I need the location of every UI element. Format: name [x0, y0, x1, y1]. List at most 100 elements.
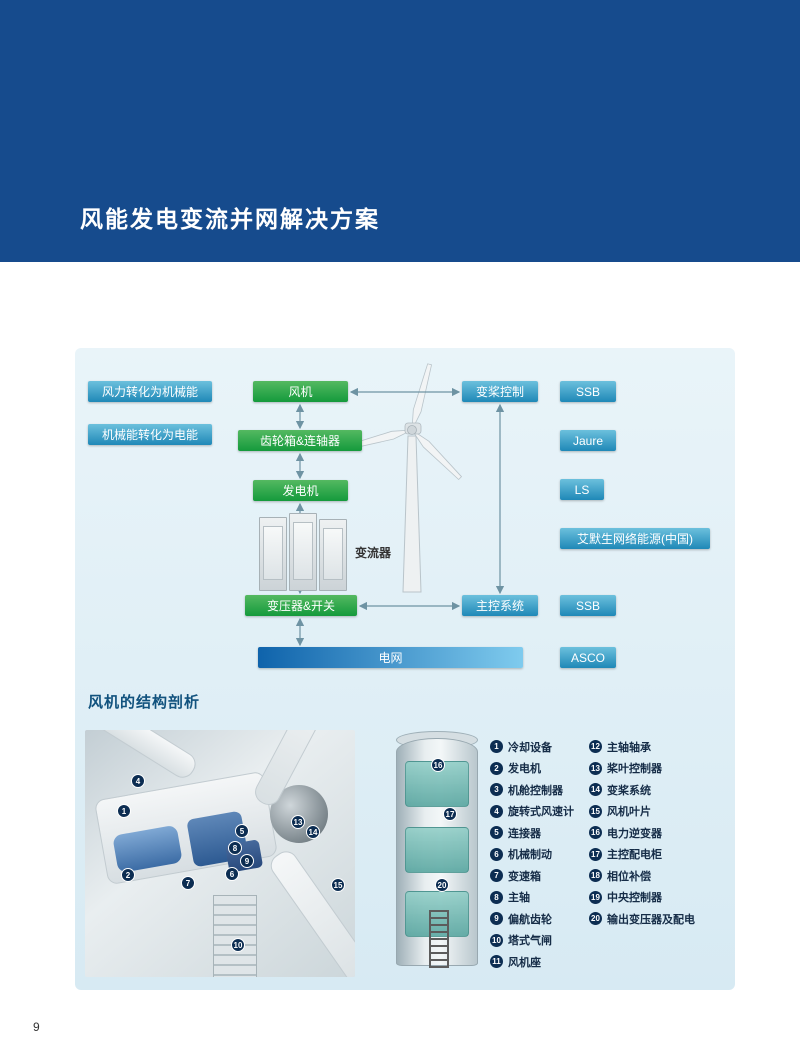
- part-marker: 13: [291, 815, 305, 829]
- node-fan: 风机: [253, 381, 348, 402]
- legend-number-badge: 5: [490, 826, 503, 840]
- legend-number-badge: 4: [490, 804, 503, 818]
- blade-icon: [85, 730, 201, 783]
- part-marker: 15: [331, 878, 345, 892]
- legend-label: 机械制动: [508, 849, 552, 862]
- legend-label: 相位补偿: [607, 870, 651, 883]
- part-marker: 8: [228, 841, 242, 855]
- part-marker: 7: [181, 876, 195, 890]
- cabinet-icon: [289, 513, 317, 591]
- legend-number-badge: 7: [490, 869, 503, 883]
- legend-number-badge: 19: [589, 890, 602, 904]
- part-marker: 17: [443, 807, 457, 821]
- legend-item: 11 风机座: [490, 951, 586, 973]
- legend-number-badge: 2: [490, 761, 503, 775]
- legend-column-right: 12 主轴轴承 13 桨叶控制器 14 变桨系统 15 风机叶片 16 电力逆变器 17 主…: [589, 736, 733, 930]
- legend-number-badge: 16: [589, 826, 602, 840]
- legend-number-badge: 20: [589, 912, 602, 926]
- brand-asco: ASCO: [560, 647, 616, 668]
- legend-number-badge: 12: [589, 740, 602, 754]
- cabinet-icon: [259, 517, 287, 591]
- legend-label: 电力逆变器: [607, 827, 662, 840]
- legend-number-badge: 18: [589, 869, 602, 883]
- legend-number-badge: 3: [490, 783, 503, 797]
- part-marker: 20: [435, 878, 449, 892]
- node-gearbox: 齿轮箱&连轴器: [238, 430, 362, 451]
- converter-cabinets-illustration: [259, 513, 347, 591]
- legend-item: 2 发电机: [490, 758, 586, 780]
- node-transformer: 变压器&开关: [245, 595, 357, 616]
- legend-item: 1 冷却设备: [490, 736, 586, 758]
- brand-emerson: 艾默生网络能源(中国): [560, 528, 710, 549]
- legend-label: 主控配电柜: [607, 849, 662, 862]
- legend-label: 机舱控制器: [508, 784, 563, 797]
- part-marker: 4: [131, 774, 145, 788]
- structure-section-title: 风机的结构剖析: [88, 694, 201, 711]
- nacelle-cutaway-image: 4 1 2 7 5 8 9 6 13 14 15 10: [85, 730, 355, 977]
- label-mechanical-to-electric: 机械能转化为电能: [88, 424, 212, 445]
- legend-number-badge: 9: [490, 912, 503, 926]
- legend-label: 桨叶控制器: [607, 763, 662, 776]
- legend-item: 9 偏航齿轮: [490, 908, 586, 930]
- legend-label: 发电机: [508, 763, 541, 776]
- legend-item: 6 机械制动: [490, 844, 586, 866]
- legend-number-badge: 14: [589, 783, 602, 797]
- legend-item: 13 桨叶控制器: [589, 758, 733, 780]
- legend-number-badge: 13: [589, 761, 602, 775]
- legend-label: 旋转式风速计: [508, 806, 574, 819]
- page-number: 9: [33, 1020, 40, 1034]
- node-grid: 电网: [258, 647, 523, 668]
- legend-label: 塔式气闸: [508, 935, 552, 948]
- legend-number-badge: 6: [490, 847, 503, 861]
- legend-label: 主轴: [508, 892, 530, 905]
- label-wind-to-mechanical: 风力转化为机械能: [88, 381, 212, 402]
- brand-ssb-2: SSB: [560, 595, 616, 616]
- legend-label: 风机叶片: [607, 806, 651, 819]
- header-banner: 风能发电变流并网解决方案: [0, 0, 800, 262]
- legend-item: 4 旋转式风速计: [490, 801, 586, 823]
- page-title: 风能发电变流并网解决方案: [80, 206, 380, 232]
- part-marker: 10: [231, 938, 245, 952]
- legend-label: 冷却设备: [508, 741, 552, 754]
- brand-ssb-1: SSB: [560, 381, 616, 402]
- legend-item: 15 风机叶片: [589, 801, 733, 823]
- legend-label: 中央控制器: [607, 892, 662, 905]
- wind-turbine-illustration: [350, 363, 463, 593]
- part-marker: 5: [235, 824, 249, 838]
- solution-panel: 风力转化为机械能 机械能转化为电能 风机 齿轮箱&连轴器 发电机 变流器 变压器…: [75, 348, 735, 990]
- legend-item: 7 变速箱: [490, 865, 586, 887]
- legend-number-badge: 8: [490, 890, 503, 904]
- legend-label: 连接器: [508, 827, 541, 840]
- legend-number-badge: 1: [490, 740, 503, 754]
- part-marker: 16: [431, 758, 445, 772]
- legend-item: 10 塔式气闸: [490, 930, 586, 952]
- legend-label: 偏航齿轮: [508, 913, 552, 926]
- legend-item: 18 相位补偿: [589, 865, 733, 887]
- legend-item: 14 变桨系统: [589, 779, 733, 801]
- brand-ls: LS: [560, 479, 604, 500]
- legend-number-badge: 15: [589, 804, 602, 818]
- legend-number-badge: 10: [490, 933, 503, 947]
- node-converter-label: 变流器: [355, 546, 392, 560]
- legend-item: 16 电力逆变器: [589, 822, 733, 844]
- legend-label: 变桨系统: [607, 784, 651, 797]
- legend-item: 5 连接器: [490, 822, 586, 844]
- legend-number-badge: 17: [589, 847, 602, 861]
- legend-label: 风机座: [508, 956, 541, 969]
- part-marker: 14: [306, 825, 320, 839]
- legend-column-left: 1 冷却设备 2 发电机 3 机舱控制器 4 旋转式风速计 5 连接器 6 机械制动 7 变速…: [490, 736, 586, 973]
- part-marker: 6: [225, 867, 239, 881]
- legend-label: 变速箱: [508, 870, 541, 883]
- brand-jaure: Jaure: [560, 430, 616, 451]
- ladder-icon: [429, 910, 449, 968]
- cabinet-icon: [319, 519, 347, 591]
- tower-stub-icon: [213, 895, 257, 977]
- legend-label: 主轴轴承: [607, 741, 651, 754]
- legend-number-badge: 11: [490, 955, 503, 969]
- legend-item: 12 主轴轴承: [589, 736, 733, 758]
- tower-platform-icon: [405, 827, 469, 873]
- legend-item: 17 主控配电柜: [589, 844, 733, 866]
- legend-item: 3 机舱控制器: [490, 779, 586, 801]
- tower-cutaway-image: 16 17 20: [385, 728, 490, 975]
